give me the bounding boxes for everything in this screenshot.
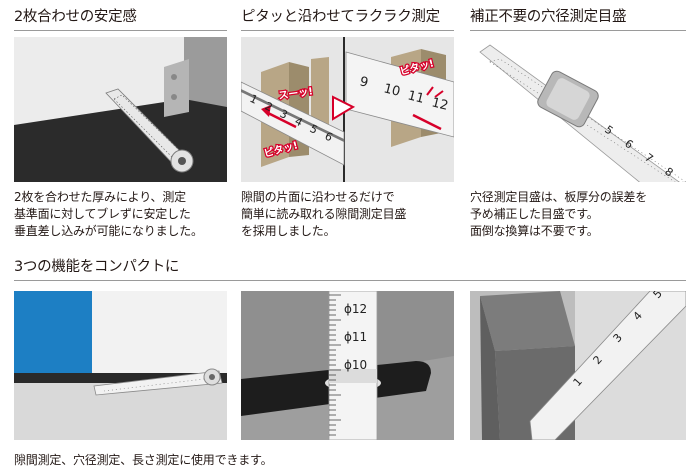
feature-2-desc: 隙間の片面に沿わせるだけで 簡単に読み取れる隙間測定目盛 を採用しました。 [241, 189, 456, 240]
feature-3-desc: 穴径測定目盛は、板厚分の誤差を 予め補正した目盛です。 面倒な換算は不要です。 [470, 189, 688, 240]
feature-2-desc-line: 隙間の片面に沿わせるだけで [241, 190, 395, 204]
feature-1-desc-line: 垂直差し込みが可能になりました。 [14, 224, 203, 238]
ruler-number: 3 [278, 107, 290, 122]
feature-3-desc-line: 予め補正した目盛です。 [470, 207, 599, 221]
stable-insertion-photo [14, 37, 227, 182]
ruler-number: 10 [382, 81, 402, 100]
feature-1-desc: 2枚を合わせた厚みにより、測定 基準面に対してブレずに安定した 垂直差し込みが可… [14, 189, 229, 240]
feature-3-desc-line: 穴径測定目盛は、板厚分の誤差を [470, 190, 648, 204]
feature-2-desc-line: 簡単に読み取れる隙間測定目盛 [241, 207, 407, 221]
hole-scale-label: ϕ12 [344, 302, 367, 316]
feature-2-heading: ピタッと沿わせてラクラク測定 [241, 7, 454, 31]
length-scale-label: 5 [651, 291, 665, 301]
ruler-number: 11 [406, 88, 426, 107]
section-2-caption: 隙間測定、穴径測定、長さ測定に使用できます。 [14, 453, 273, 467]
feature-3-heading: 補正不要の穴径測定目盛 [470, 7, 686, 31]
hole-scale-label: ϕ10 [344, 358, 367, 372]
ruler-number: 5 [308, 122, 320, 137]
ruler-number: 12 [430, 95, 450, 114]
gap-use-photo [14, 291, 227, 440]
hole-use-photo: ϕ12 ϕ11 ϕ10 [241, 291, 454, 440]
ruler-number: 1 [248, 92, 260, 107]
feature-3-desc-line: 面倒な換算は不要です。 [470, 224, 599, 238]
section-2-heading: 3つの機能をコンパクトに [14, 257, 686, 281]
feature-1-heading: 2枚合わせの安定感 [14, 7, 227, 31]
ruler-number: 4 [293, 115, 305, 130]
hole-scale-label: ϕ11 [344, 330, 367, 344]
ruler-number: 2 [263, 100, 275, 115]
ruler-number: 9 [358, 74, 370, 91]
feature-1-desc-line: 2枚を合わせた厚みにより、測定 [14, 190, 186, 204]
feature-1-desc-line: 基準面に対してブレずに安定した [14, 207, 191, 221]
feature-2-desc-line: を採用しました。 [241, 224, 336, 238]
ruler-number: 6 [323, 130, 335, 145]
